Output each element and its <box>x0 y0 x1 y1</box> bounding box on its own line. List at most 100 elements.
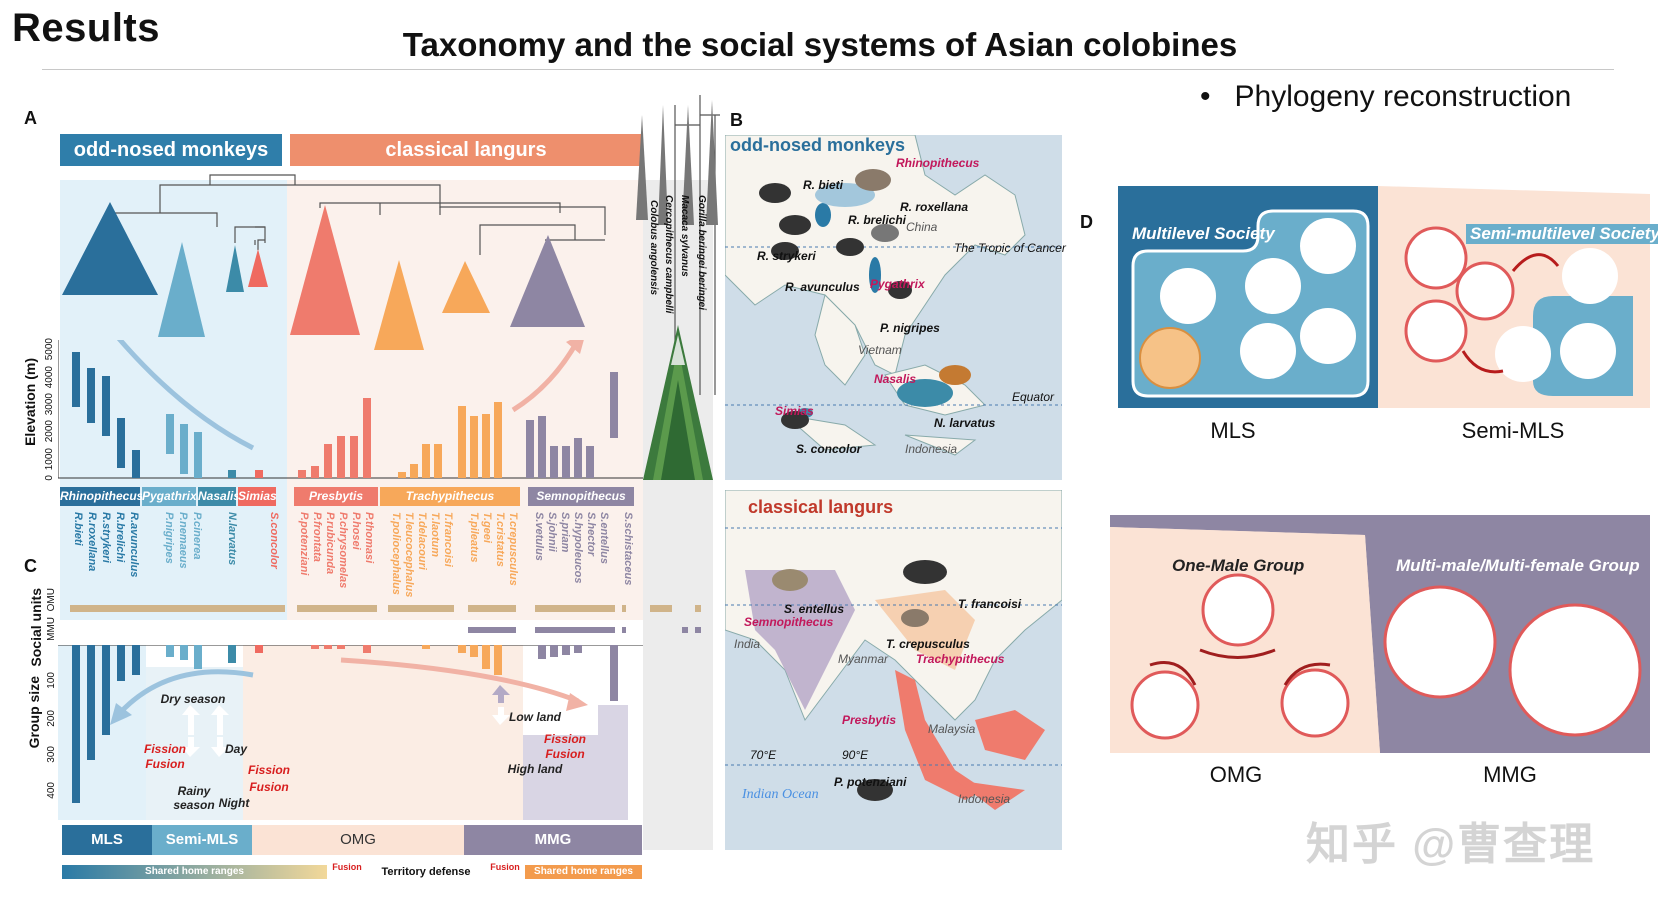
species-label: T.crepusculus <box>507 512 519 586</box>
genus-pygathrix: Pygathrix <box>142 487 197 506</box>
panel-b-label: B <box>730 110 743 130</box>
gradient-territory-defense: Territory defense <box>367 865 485 879</box>
species-label: R.avunculus <box>128 512 140 578</box>
map1-indonesia: Indonesia <box>905 442 958 456</box>
species-label: T.francoisi <box>442 512 454 567</box>
map1-r-bieti: R. bieti <box>803 178 844 192</box>
elev-tick-0: 0 <box>44 475 55 481</box>
species-label: P.frontata <box>311 512 323 562</box>
mls-diagram-title: Multilevel Society <box>1132 224 1275 243</box>
omu-bar-s-schistaceus <box>622 605 626 612</box>
note-fission-1: Fission <box>143 742 186 756</box>
bullet-item: •Phylogeny reconstruction <box>1200 80 1572 113</box>
clade-trachypithecus-b <box>442 261 490 313</box>
diagram-omg-mmg <box>1110 515 1650 753</box>
mmu-bar-s-schistaceus <box>622 627 626 633</box>
watermark: 知乎 @曹查理 <box>1306 820 1596 869</box>
species-label: S.vetulus <box>533 512 545 561</box>
map1-n-larvatus: N. larvatus <box>934 416 996 430</box>
note-high-land: High land <box>507 762 563 776</box>
genus-trachypithecus: Trachypithecus <box>380 487 520 506</box>
species-label: R.roxellana <box>86 512 98 572</box>
mmu-bar-outgroup-b <box>695 627 701 633</box>
caption-mls: MLS <box>1210 418 1256 443</box>
species-label: T.geei <box>481 512 493 543</box>
species-label: N.larvatus <box>226 512 238 566</box>
mmu-bar-trachy <box>468 627 516 633</box>
map2-genus-semnopithecus: Semnopithecus <box>744 615 834 629</box>
elev-tick-3000: 3000 <box>44 393 55 416</box>
elev-tick-2000: 2000 <box>44 420 55 443</box>
map1-china: China <box>906 220 938 234</box>
map1-genus-simias: Simias <box>775 404 814 418</box>
omu-bar-odd-nosed <box>70 605 285 612</box>
map2-india: India <box>734 637 761 651</box>
omu-bar-semno <box>535 605 615 612</box>
mmg-diagram-title: Multi-male/Multi-female Group <box>1396 556 1640 575</box>
group-size-label: Group size <box>26 676 42 749</box>
map1-r-roxellana: R. roxellana <box>900 200 969 214</box>
map-odd-nosed <box>725 135 1062 480</box>
species-label: R.bieti <box>72 512 84 546</box>
map2-t-francoisi: T. francoisi <box>958 597 1022 611</box>
clade-presbytis <box>290 205 360 335</box>
social-tick-mmu: MMU <box>46 617 57 641</box>
outgroup-zone <box>643 180 713 850</box>
map2-t-crepusculus: T. crepusculus <box>886 637 970 651</box>
species-label: S.priam <box>559 512 571 553</box>
omu-bar-trachy-a <box>388 605 454 612</box>
note-fission-3: Fission <box>543 732 586 746</box>
clade-outgroup-4 <box>706 100 718 225</box>
clade-nasalis <box>226 245 244 292</box>
note-rainy-season: Rainy season <box>173 784 215 812</box>
clade-outgroup-3 <box>682 105 694 225</box>
note-night: Night <box>218 796 250 810</box>
map2-s-entellus: S. entellus <box>784 602 845 616</box>
outgroup-label-3: Macaca sylvanus <box>679 195 690 277</box>
forest-elevation-illustration <box>643 325 713 480</box>
gradient-fusion-left: Fusion <box>327 860 367 874</box>
species-label: S.johnii <box>546 512 558 552</box>
clade-pygathrix <box>158 242 205 337</box>
species-label: T.leucocephalus <box>403 512 415 598</box>
elevation-bars <box>58 340 643 479</box>
clade-outgroup-1 <box>636 115 648 220</box>
caption-semi-mls: Semi-MLS <box>1461 418 1565 443</box>
group-tick-400: 400 <box>46 782 57 799</box>
header-odd-nosed: odd-nosed monkeys <box>60 134 282 166</box>
species-label: P.nigripes <box>163 512 175 564</box>
map1-tropic-of-cancer: The Tropic of Cancer <box>954 241 1066 255</box>
species-label: P.rubicunda <box>324 512 336 575</box>
map1-title: odd-nosed monkeys <box>730 135 906 155</box>
map2-70e: 70°E <box>750 748 777 762</box>
species-label: S.schistaceus <box>622 512 634 586</box>
genus-rhinopithecus: Rhinopithecus <box>60 487 143 506</box>
caption-mmg: MMG <box>1483 762 1537 787</box>
mmu-bar-outgroup-a <box>682 627 688 633</box>
elev-tick-4000: 4000 <box>44 366 55 389</box>
map1-r-strykeri: R. strykeri <box>757 249 816 263</box>
mmu-bar-semno <box>535 627 615 633</box>
map1-genus-pygathrix: Pygathrix <box>870 277 925 291</box>
species-label: S.entellus <box>598 512 610 564</box>
map-classical-langurs <box>725 490 1062 850</box>
semi-mls-diagram-title: Semi-multilevel Society <box>1466 224 1658 244</box>
map1-r-brelichi: R. brelichi <box>848 213 907 227</box>
species-label: T.poliocephalus <box>390 512 402 595</box>
genus-nasalis: Nasalis <box>198 487 240 506</box>
map2-indian-ocean: Indian Ocean <box>742 787 819 802</box>
map2-p-potenziani: P. potenziani <box>834 775 907 789</box>
omu-bar-trachy-b <box>468 605 516 612</box>
slide-title: Taxonomy and the social systems of Asian… <box>402 26 1238 63</box>
species-label: T.pileatus <box>468 512 480 563</box>
group-tick-300: 300 <box>46 746 57 763</box>
omu-bar-outgroup-a <box>650 605 672 612</box>
system-mls: MLS <box>62 825 152 855</box>
title-divider <box>42 69 1614 70</box>
clade-semnopithecus <box>510 235 585 327</box>
map2-genus-trachypithecus: Trachypithecus <box>916 652 1005 666</box>
group-size-chart <box>58 645 643 820</box>
species-label: S.hypoleucos <box>572 512 584 584</box>
clade-outgroup-2 <box>658 105 668 225</box>
